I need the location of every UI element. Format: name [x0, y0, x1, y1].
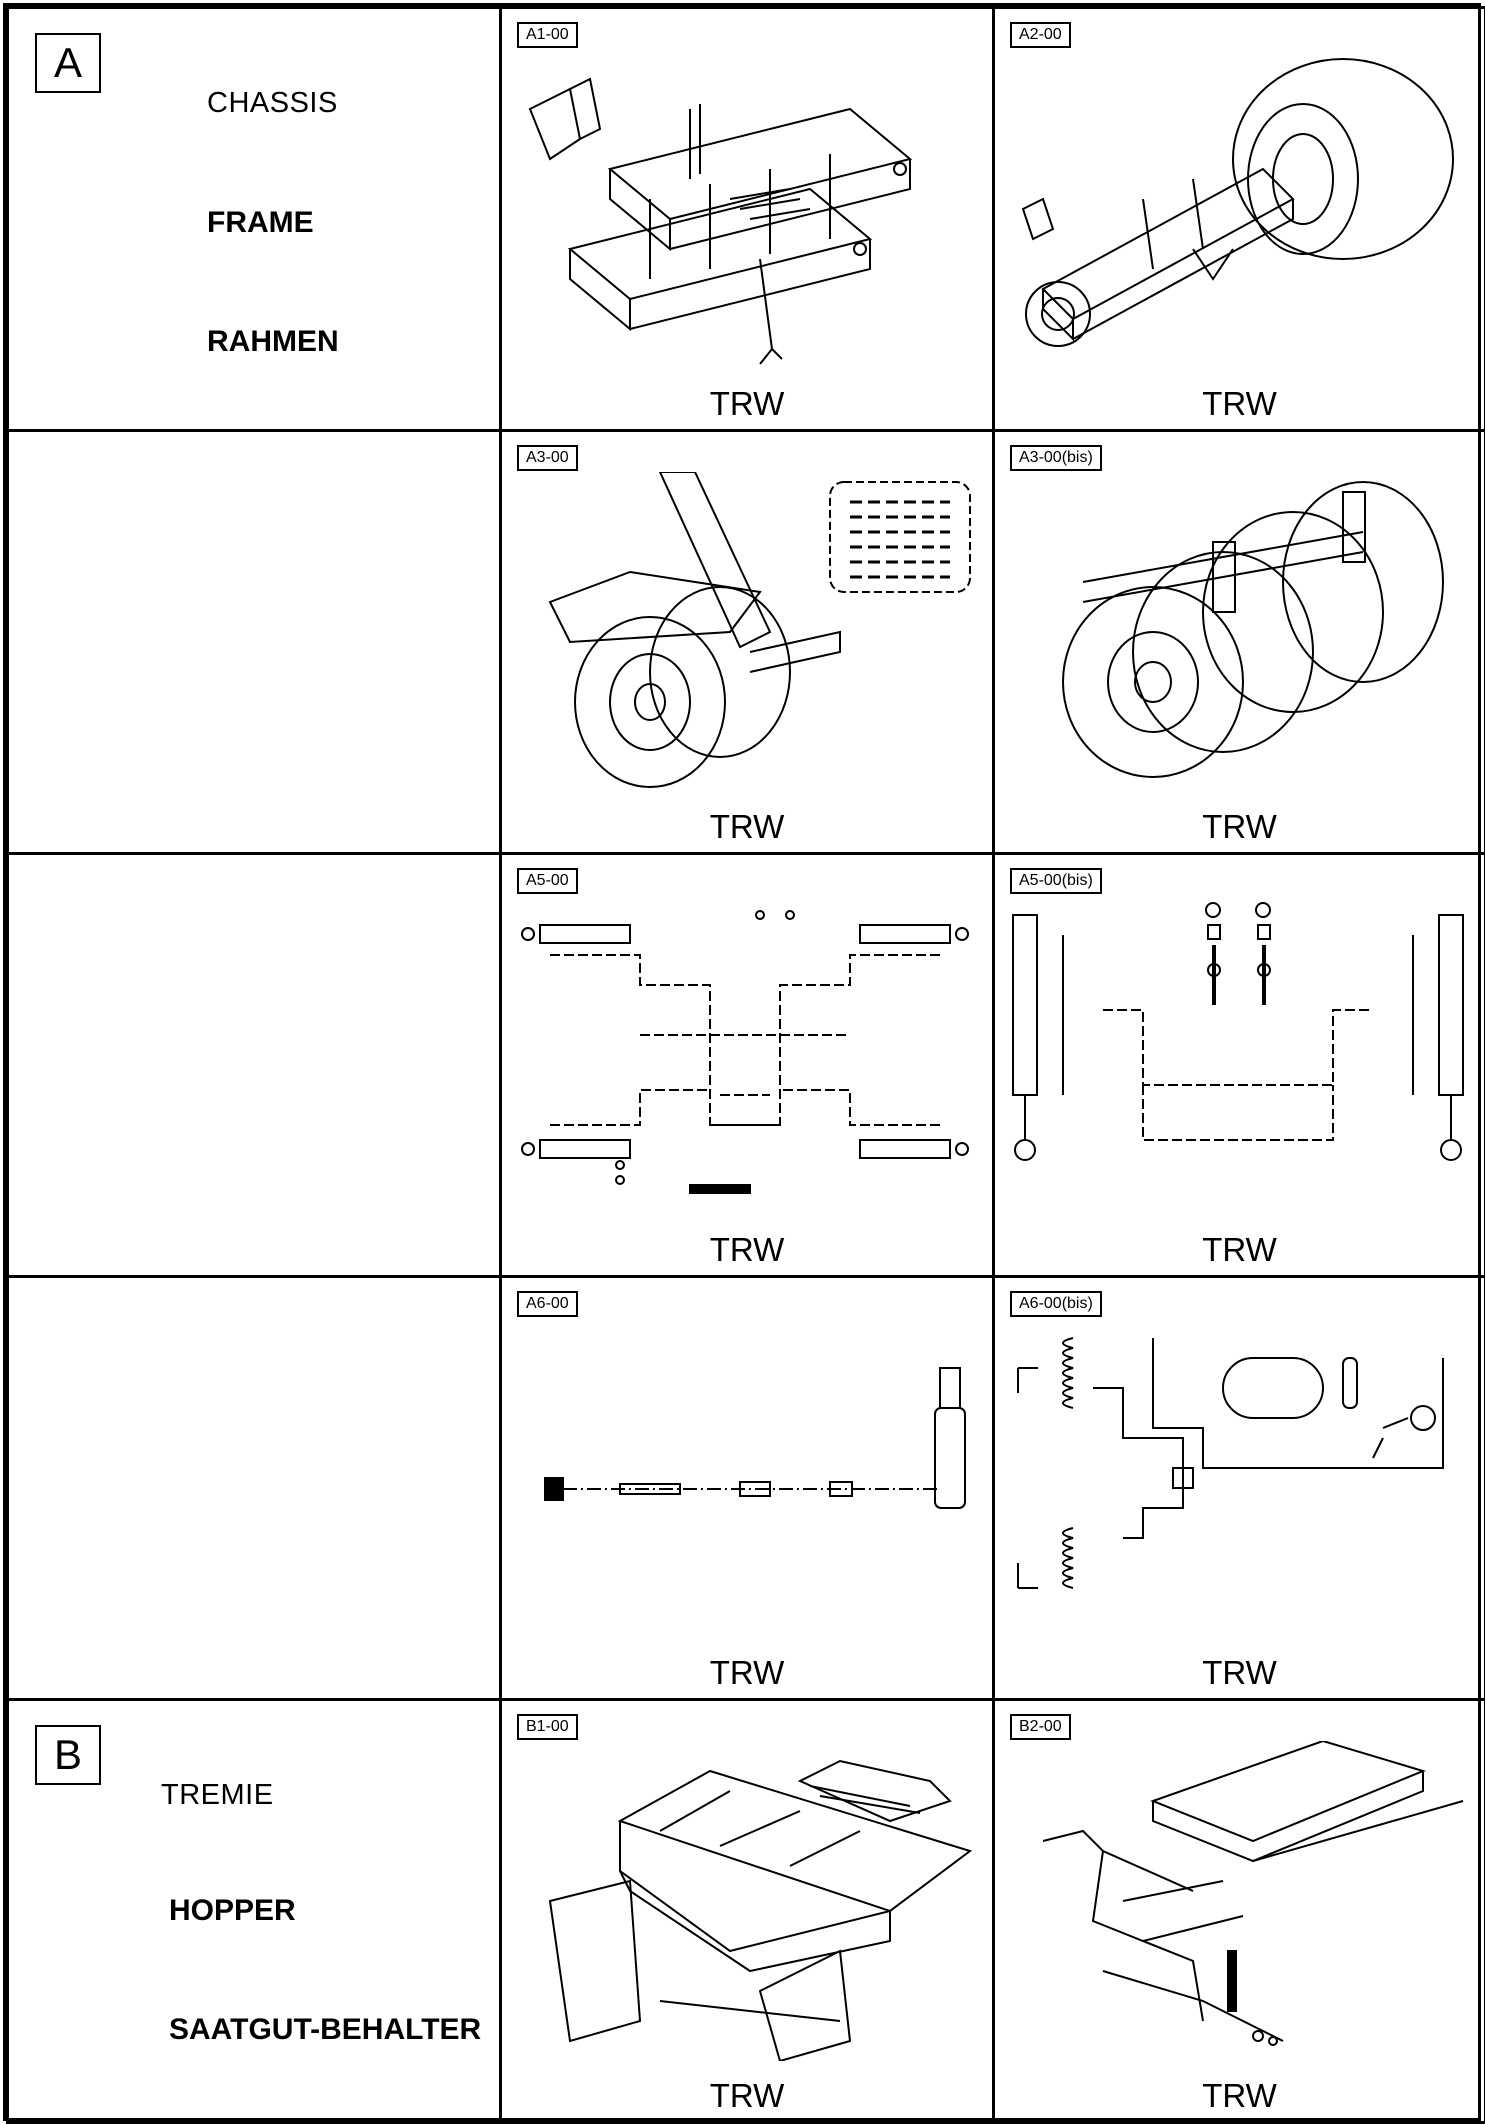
section-a-header: A CHASSIS FRAME RAHMEN [6, 6, 502, 432]
part-code-label: A3-00(bis) [1010, 445, 1102, 471]
catalog-row-3: A5-00 TRW A5-00(bis) [6, 852, 1485, 1278]
wheel-arm-assembly-icon [510, 471, 980, 792]
catalog-cell-a6-00[interactable]: A6-00 TRW [499, 1275, 995, 1701]
section-title-de: RAHMEN [207, 325, 339, 358]
part-code-label: A5-00 [517, 868, 578, 894]
catalog-cell-empty [6, 852, 502, 1278]
dual-wheel-assembly-icon [1003, 472, 1473, 792]
part-code-label: B2-00 [1010, 1714, 1071, 1740]
brand-label: TRW [1202, 1654, 1277, 1691]
part-code-label: A2-00 [1010, 22, 1071, 48]
catalog-row-4: A6-00 TRW A6-00(bis) [6, 1275, 1485, 1701]
section-b-header: B TREMIE HOPPER SAATGUT-BEHALTER [6, 1698, 502, 2124]
brand-label: TRW [709, 1231, 785, 1268]
brand-label: TRW [1202, 1231, 1277, 1268]
brand-label: TRW [1202, 808, 1277, 845]
hopper-linkage-icon [1003, 1739, 1473, 2061]
brand-label: TRW [709, 385, 785, 422]
section-letter: A [35, 33, 101, 93]
brand-label: TRW [1202, 2077, 1277, 2114]
axle-wheel-icon [1003, 49, 1473, 369]
brand-label: TRW [709, 808, 785, 845]
catalog-cell-a6-00-bis[interactable]: A6-00(bis) TRW [992, 1275, 1485, 1701]
parts-catalog-sheet: A CHASSIS FRAME RAHMEN A1-00 [3, 3, 1485, 2124]
section-title-fr: TREMIE [161, 1779, 274, 1811]
section-letter: B [35, 1725, 101, 1785]
frame-chassis-icon [510, 49, 980, 369]
catalog-row-2: A3-00 TRW A3-00(bis) [6, 429, 1485, 855]
catalog-cell-a5-00[interactable]: A5-00 TRW [499, 852, 995, 1278]
brand-label: TRW [709, 2077, 785, 2114]
part-code-label: A6-00(bis) [1010, 1291, 1102, 1317]
brand-label: TRW [709, 1654, 785, 1691]
catalog-cell-a5-00-bis[interactable]: A5-00(bis) TRW [992, 852, 1485, 1278]
part-code-label: A3-00 [517, 445, 578, 471]
catalog-cell-a1-00[interactable]: A1-00 TRW [499, 6, 995, 432]
section-title-fr: CHASSIS [207, 87, 338, 119]
pneumatic-brake-circuit-icon [1003, 1318, 1473, 1638]
hydraulic-cylinder-circuit-icon [1003, 895, 1473, 1215]
hydraulic-circuit-icon [510, 895, 980, 1215]
cable-connector-icon [510, 1318, 980, 1638]
section-title-de: SAATGUT-BEHALTER [169, 2013, 482, 2046]
catalog-cell-b2-00[interactable]: B2-00 TRW [992, 1698, 1485, 2124]
catalog-cell-empty [6, 429, 502, 855]
catalog-grid: A CHASSIS FRAME RAHMEN A1-00 [6, 6, 1485, 2124]
part-code-label: A1-00 [517, 22, 578, 48]
hopper-box-icon [510, 1741, 980, 2063]
catalog-row-5: B TREMIE HOPPER SAATGUT-BEHALTER B1-00 [6, 1698, 1485, 2124]
part-code-label: B1-00 [517, 1714, 578, 1740]
catalog-cell-b1-00[interactable]: B1-00 TRW [499, 1698, 995, 2124]
brand-label: TRW [1202, 385, 1277, 422]
section-title-en: HOPPER [169, 1894, 296, 1927]
section-title-en: FRAME [207, 206, 314, 239]
catalog-cell-a2-00[interactable]: A2-00 TRW [992, 6, 1485, 432]
part-code-label: A6-00 [517, 1291, 578, 1317]
catalog-cell-empty [6, 1275, 502, 1701]
catalog-cell-a3-00[interactable]: A3-00 TRW [499, 429, 995, 855]
catalog-cell-a3-00-bis[interactable]: A3-00(bis) TRW [992, 429, 1485, 855]
part-code-label: A5-00(bis) [1010, 868, 1102, 894]
catalog-row-1: A CHASSIS FRAME RAHMEN A1-00 [6, 6, 1485, 432]
